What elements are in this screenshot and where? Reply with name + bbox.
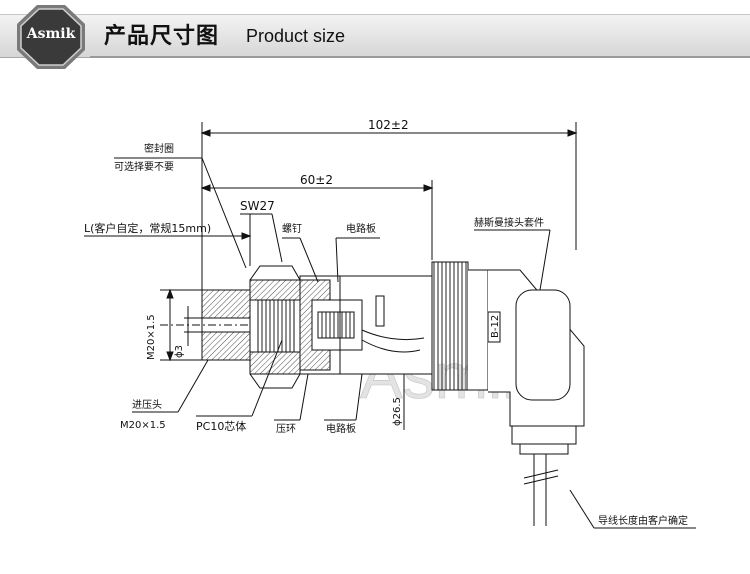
label-circuit-board-top: 电路板 xyxy=(346,222,376,235)
arrow-left xyxy=(200,129,211,137)
label-plug-mark: B-12 xyxy=(490,315,501,338)
dim-body-length: 60±2 xyxy=(300,173,333,187)
page-title-en: Product size xyxy=(246,26,346,46)
dim-housing-dia: ϕ26.5 xyxy=(392,397,403,426)
dim-overall-length: 102±2 xyxy=(368,118,409,132)
arrow-right xyxy=(567,129,578,137)
label-length-note: L(客户自定，常规15mm) xyxy=(84,221,211,235)
header-band xyxy=(0,14,750,58)
dim-bore: ϕ3 xyxy=(174,345,185,358)
label-inlet-thread: M20×1.5 xyxy=(120,420,166,431)
label-press-ring: 压环 xyxy=(276,423,296,435)
cable-gland xyxy=(511,425,577,445)
label-circuit-board-bottom: 电路板 xyxy=(326,422,356,435)
pc10-core xyxy=(257,299,295,353)
label-seal-ring: 密封圈 xyxy=(144,142,174,155)
label-core: PC10芯体 xyxy=(196,419,246,433)
label-optional: 可选择要不要 xyxy=(114,160,174,173)
label-screw: 螺钉 xyxy=(282,223,302,235)
connector-plug xyxy=(515,289,571,401)
dim-thread-side: M20×1.5 xyxy=(146,314,157,360)
logo-octagon-icon xyxy=(17,5,85,69)
page-header: Asmik 产品尺寸图 Product size xyxy=(0,0,750,74)
page-title-cn: 产品尺寸图 xyxy=(104,24,220,49)
label-connector: 赫斯曼接头套件 xyxy=(474,216,544,229)
header-underline xyxy=(90,56,750,58)
label-cable-note: 导线长度由客户确定 xyxy=(598,514,688,527)
label-inlet: 进压头 xyxy=(132,399,162,411)
connector-ring xyxy=(431,261,469,391)
dim-wrench-size: SW27 xyxy=(240,199,275,213)
logo-text: Asmik xyxy=(26,26,76,42)
